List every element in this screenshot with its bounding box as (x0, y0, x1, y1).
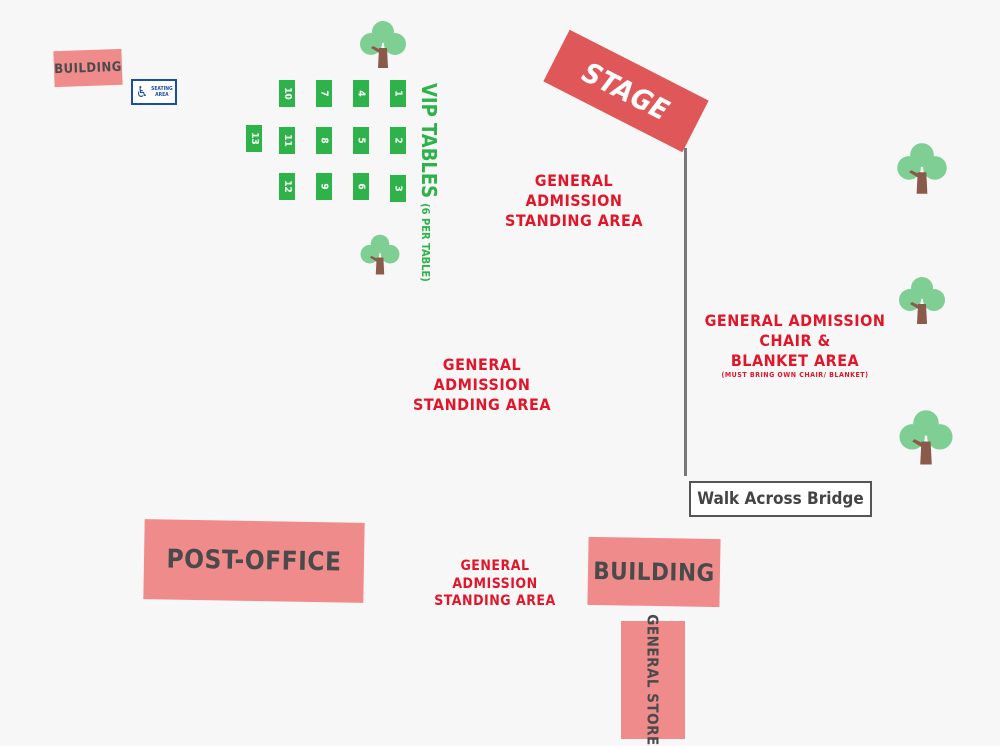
vip-table: 11 (279, 127, 295, 154)
general-store: GENERAL STORE (621, 614, 685, 746)
vip-table: 10 (279, 80, 295, 107)
accessible-seating-sign: ♿ SEATING AREA (131, 79, 177, 105)
tree-icon (360, 234, 400, 275)
vip-table: 12 (279, 173, 295, 200)
vip-table: 1 (390, 80, 406, 107)
vip-table: 6 (353, 173, 369, 200)
building-top-left-label: BUILDING (53, 59, 123, 77)
building-top-left: BUILDING (53, 48, 123, 88)
seating-label-2: AREA (155, 92, 169, 98)
tree-icon (899, 277, 945, 324)
vip-title-sub: (6 PER TABLE) (419, 203, 432, 282)
stage: STAGE (543, 29, 709, 153)
seating-label-1: SEATING (151, 85, 173, 92)
post-office: POST-OFFICE (143, 519, 365, 603)
building-bottom: BUILDING (587, 536, 721, 608)
wheelchair-icon: ♿ (136, 82, 149, 101)
tree-icon (897, 143, 947, 194)
bridge-sign: Walk Across Bridge (689, 481, 872, 517)
vip-table: 13 (246, 125, 262, 152)
tree-icon (360, 21, 406, 68)
general-store-label: GENERAL STORE (644, 614, 663, 746)
divider-line (684, 148, 687, 476)
ga-chair-blanket: GENERAL ADMISSION CHAIR & BLANKET AREA (… (704, 311, 886, 379)
vip-title: VIP TABLES (6 PER TABLE) (415, 83, 443, 282)
bridge-label: Walk Across Bridge (697, 489, 864, 509)
vip-table: 3 (390, 175, 406, 202)
vip-table: 8 (316, 127, 332, 154)
building-bottom-label: BUILDING (592, 556, 715, 588)
vip-title-main: VIP TABLES (417, 83, 441, 199)
vip-table: 5 (353, 127, 369, 154)
vip-table: 4 (353, 80, 369, 107)
vip-table: 9 (316, 173, 332, 200)
vip-table: 7 (316, 80, 332, 107)
vip-table: 2 (390, 127, 406, 154)
post-office-label: POST-OFFICE (166, 544, 342, 578)
stage-label: STAGE (577, 55, 675, 127)
tree-icon (899, 410, 953, 465)
